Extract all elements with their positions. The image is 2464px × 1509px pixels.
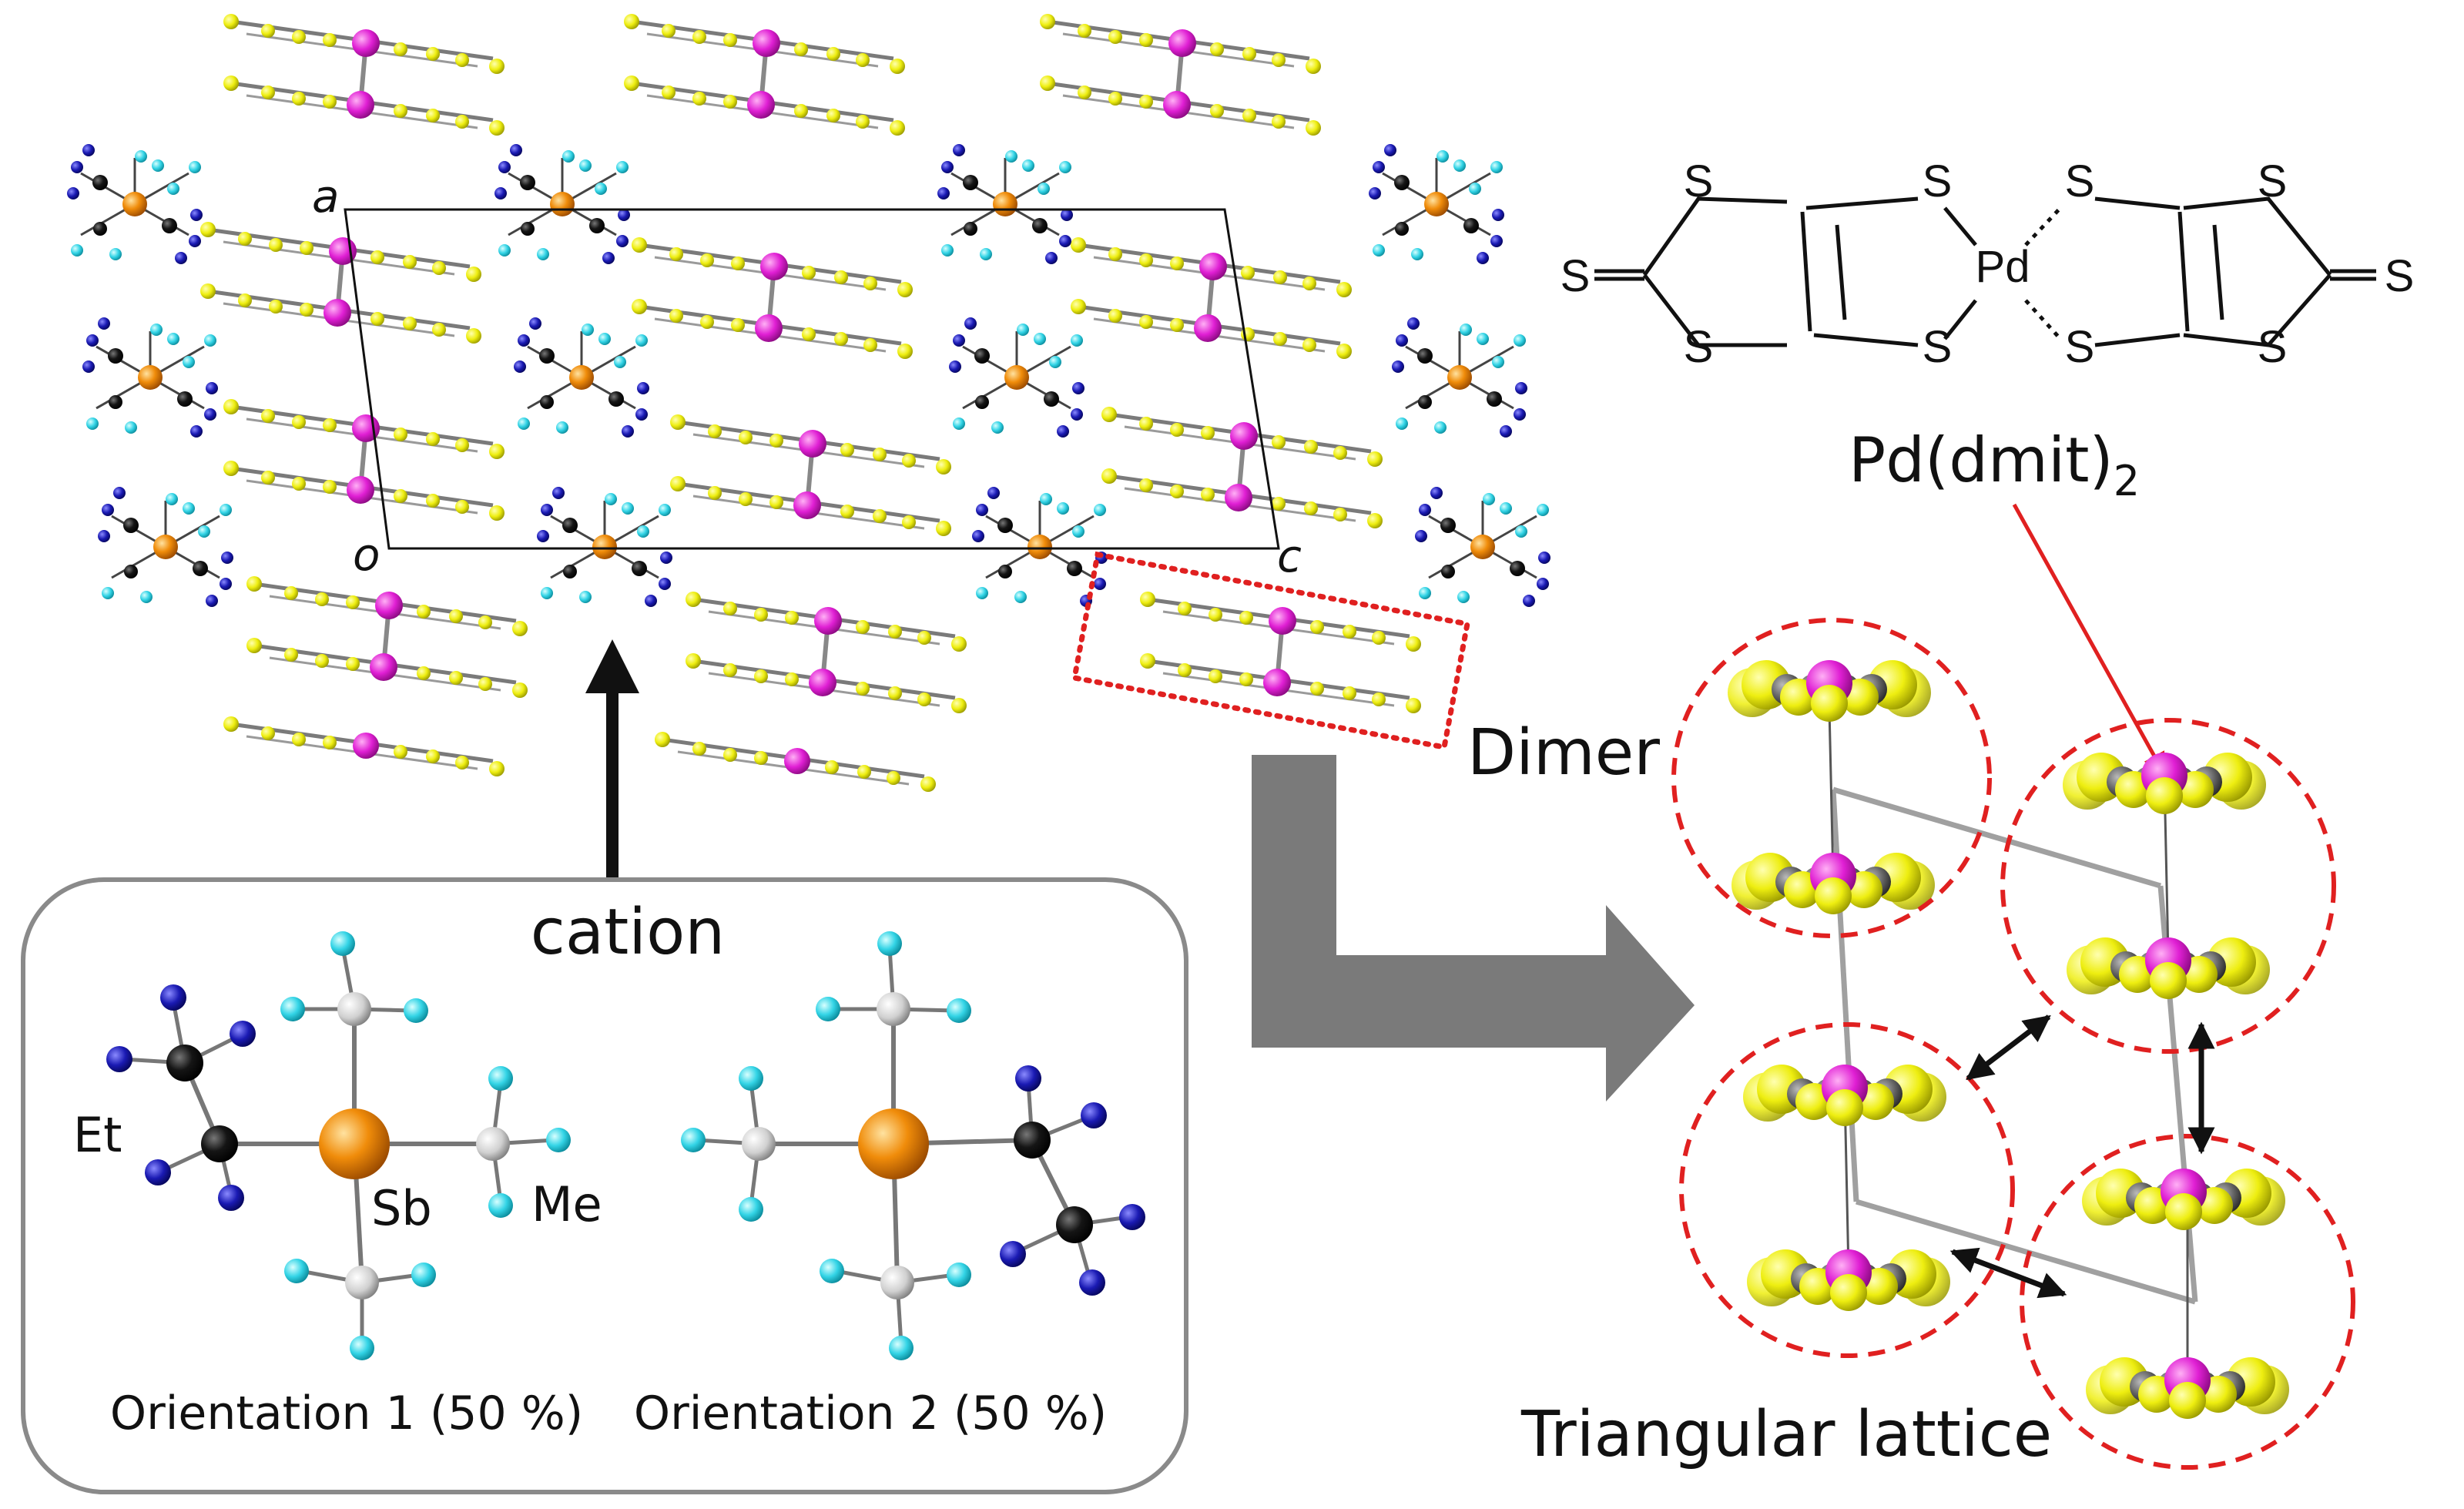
svg-text:S: S bbox=[1923, 156, 1953, 206]
svg-text:S: S bbox=[1684, 156, 1714, 206]
svg-text:S: S bbox=[2258, 156, 2288, 206]
molecule-name: Pd(dmit)2 bbox=[1849, 424, 2140, 505]
axis-o-label: o bbox=[353, 528, 380, 581]
cation-title: cation bbox=[531, 896, 725, 969]
svg-text:S: S bbox=[1684, 322, 1714, 372]
dimer-circle bbox=[1671, 618, 1992, 938]
dimer-circle bbox=[2000, 718, 2336, 1054]
dimer-circle bbox=[1679, 1022, 2015, 1358]
dimer-circle bbox=[2020, 1134, 2355, 1470]
cation-panel: cation bbox=[21, 877, 1188, 1494]
cation-arrow bbox=[585, 639, 639, 878]
label-sb: Sb bbox=[371, 1180, 432, 1236]
axis-a-label: a bbox=[312, 170, 340, 223]
svg-text:S: S bbox=[2065, 322, 2095, 372]
label-me: Me bbox=[531, 1176, 602, 1232]
svg-text:S: S bbox=[1561, 251, 1591, 301]
formula-atom-labels: S S S S S Pd S S S S S bbox=[1561, 156, 2415, 372]
axis-c-label: c bbox=[1277, 530, 1302, 582]
cation-orientation-1 bbox=[106, 931, 571, 1360]
dimer-label: Dimer bbox=[1467, 716, 1660, 790]
svg-text:S: S bbox=[2258, 322, 2288, 372]
orientation-1-label: Orientation 1 (50 %) bbox=[110, 1387, 583, 1440]
label-et: Et bbox=[73, 1107, 122, 1163]
svg-text:S: S bbox=[2385, 251, 2415, 301]
svg-text:S: S bbox=[1923, 322, 1953, 372]
pd-dmit2-formula bbox=[1594, 196, 2376, 347]
orientation-2-label: Orientation 2 (50 %) bbox=[634, 1387, 1107, 1440]
triangular-lattice bbox=[1671, 618, 2355, 1470]
triangular-lattice-label: Triangular lattice bbox=[1520, 1398, 2052, 1471]
crystal-structure: a o c bbox=[65, 14, 1552, 792]
big-gray-arrow bbox=[1252, 755, 1695, 1102]
cation-orientation-2 bbox=[681, 931, 1145, 1360]
pointer-arrow bbox=[2012, 503, 2167, 776]
svg-text:Pd: Pd bbox=[1976, 242, 2030, 292]
svg-text:S: S bbox=[2065, 156, 2095, 206]
